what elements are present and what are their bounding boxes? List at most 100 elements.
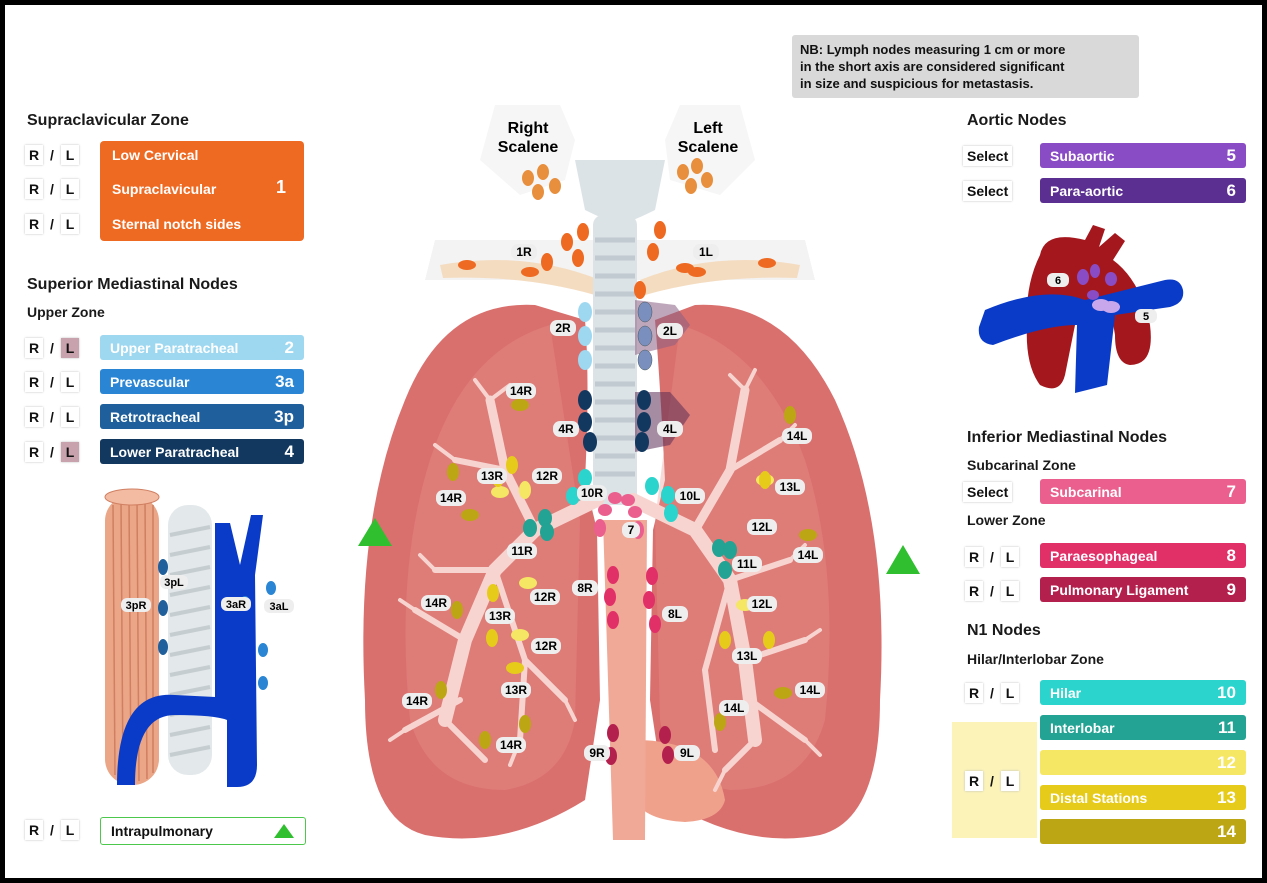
rl-toggle-low-cervical: R/L: [25, 145, 79, 165]
trachea-illustration: [168, 505, 212, 775]
l-toggle[interactable]: L: [1001, 683, 1019, 703]
l-toggle[interactable]: L: [1001, 771, 1019, 791]
prevascular-label: Prevascular: [110, 374, 189, 390]
label-12L-mid: 12L: [752, 597, 773, 611]
l-toggle[interactable]: L: [61, 145, 79, 165]
label-9R: 9R: [589, 746, 605, 760]
r-toggle[interactable]: R: [25, 442, 43, 462]
distal-station-12-button[interactable]: 12: [1040, 750, 1246, 775]
rl-separator: /: [987, 683, 997, 703]
hilar-button[interactable]: Hilar 10: [1040, 680, 1246, 705]
label-13R-mid: 13R: [489, 609, 511, 623]
distal-station-13-button[interactable]: Distal Stations 13: [1040, 785, 1246, 810]
right-scalene-line1: Right: [508, 120, 550, 137]
para-aortic-button[interactable]: Para-aortic 6: [1040, 178, 1246, 203]
station-number-2: 2: [285, 338, 294, 358]
retrotracheal-button[interactable]: Retrotracheal 3p: [100, 404, 304, 429]
aortic-label-5: 5: [1143, 311, 1149, 323]
select-para-aortic[interactable]: Select: [963, 181, 1012, 201]
note-line-3: in size and suspicious for metastasis.: [800, 75, 1131, 92]
upper-paratracheal-button[interactable]: Upper Paratracheal 2: [100, 335, 304, 360]
label-10L: 10L: [680, 489, 701, 503]
station-number-14: 14: [1217, 822, 1236, 842]
subcarinal-button[interactable]: Subcarinal 7: [1040, 479, 1246, 504]
lower-zone-title: Lower Zone: [967, 512, 1046, 528]
l-toggle-selected[interactable]: L: [61, 442, 79, 462]
label-3pR: 3pR: [126, 600, 147, 612]
note-line-1: NB: Lymph nodes measuring 1 cm or more: [800, 41, 1131, 58]
r-toggle[interactable]: R: [25, 820, 43, 840]
rl-toggle-supraclavicular: R/L: [25, 179, 79, 199]
label-13R-upper: 13R: [481, 469, 503, 483]
r-toggle[interactable]: R: [965, 581, 983, 601]
aortic-label-6: 6: [1055, 275, 1061, 287]
select-subcarinal[interactable]: Select: [963, 482, 1012, 502]
station-number-7: 7: [1227, 482, 1236, 502]
rl-toggle-retrotracheal: R/L: [25, 407, 79, 427]
label-14R-upper: 14R: [510, 384, 532, 398]
r-toggle[interactable]: R: [25, 338, 43, 358]
r-toggle[interactable]: R: [965, 547, 983, 567]
label-3pL: 3pL: [164, 577, 184, 589]
lower-paratracheal-button[interactable]: Lower Paratracheal 4: [100, 439, 304, 464]
l-toggle[interactable]: L: [1001, 581, 1019, 601]
distal-station-14-button[interactable]: 14: [1040, 819, 1246, 844]
hilar-interlobar-zone-title: Hilar/Interlobar Zone: [967, 651, 1104, 667]
l-toggle[interactable]: L: [61, 372, 79, 392]
l-toggle[interactable]: L: [61, 179, 79, 199]
station-number-3a: 3a: [275, 372, 294, 392]
r-toggle[interactable]: R: [25, 372, 43, 392]
label-12R-upper: 12R: [536, 469, 558, 483]
station-number-10: 10: [1217, 683, 1236, 703]
lymph-node-station-map: NB: Lymph nodes measuring 1 cm or more i…: [5, 5, 1262, 878]
l-toggle[interactable]: L: [1001, 547, 1019, 567]
lung-diagram: Right Scalene Left Scalene: [335, 100, 955, 860]
station-number-8: 8: [1227, 546, 1236, 566]
upper-paratracheal-label: Upper Paratracheal: [110, 340, 238, 356]
l-toggle[interactable]: L: [61, 820, 79, 840]
green-triangle-icon: [273, 823, 295, 839]
station-number-6: 6: [1227, 181, 1236, 201]
inferior-mediastinal-title: Inferior Mediastinal Nodes: [967, 429, 1167, 447]
prevascular-retrotracheal-diagram: 3pR 3pL 3aR 3aL: [65, 475, 325, 795]
label-14L-low: 14L: [724, 701, 745, 715]
r-toggle[interactable]: R: [25, 214, 43, 234]
prevascular-button[interactable]: Prevascular 3a: [100, 369, 304, 394]
r-toggle[interactable]: R: [965, 771, 983, 791]
rl-separator: /: [47, 820, 57, 840]
l-toggle[interactable]: L: [61, 407, 79, 427]
label-14R-low: 14R: [406, 694, 428, 708]
label-12R-lower: 12R: [535, 639, 557, 653]
aortic-nodes-title: Aortic Nodes: [967, 112, 1067, 130]
station-number-5: 5: [1227, 146, 1236, 166]
subcarinal-label: Subcarinal: [1050, 484, 1122, 500]
paraesophageal-button[interactable]: Paraesophageal 8: [1040, 543, 1246, 568]
subaortic-button[interactable]: Subaortic 5: [1040, 143, 1246, 168]
r-toggle[interactable]: R: [965, 683, 983, 703]
rl-toggle-hilar: R/L: [965, 683, 1019, 703]
intrapulmonary-button[interactable]: Intrapulmonary: [100, 817, 306, 845]
label-4R: 4R: [558, 422, 574, 436]
select-subaortic[interactable]: Select: [963, 146, 1012, 166]
rl-toggle-distal: R/L: [965, 771, 1019, 791]
note-line-2: in the short axis are considered signifi…: [800, 58, 1131, 75]
r-toggle[interactable]: R: [25, 145, 43, 165]
station-number-9: 9: [1227, 580, 1236, 600]
rl-separator: /: [47, 442, 57, 462]
para-aortic-label: Para-aortic: [1050, 183, 1123, 199]
interlobar-button[interactable]: Interlobar 11: [1040, 715, 1246, 740]
label-9L: 9L: [680, 746, 694, 760]
label-2R: 2R: [555, 321, 571, 335]
pulmonary-ligament-button[interactable]: Pulmonary Ligament 9: [1040, 577, 1246, 602]
label-10R: 10R: [581, 486, 603, 500]
r-toggle[interactable]: R: [25, 179, 43, 199]
l-toggle-selected[interactable]: L: [61, 338, 79, 358]
station-number-4: 4: [285, 442, 294, 462]
label-11R: 11R: [511, 544, 533, 558]
retrotracheal-label: Retrotracheal: [110, 409, 200, 425]
note-box: NB: Lymph nodes measuring 1 cm or more i…: [792, 35, 1139, 98]
l-toggle[interactable]: L: [61, 214, 79, 234]
left-scalene-line1: Left: [693, 120, 723, 137]
r-toggle[interactable]: R: [25, 407, 43, 427]
rl-separator: /: [987, 771, 997, 791]
